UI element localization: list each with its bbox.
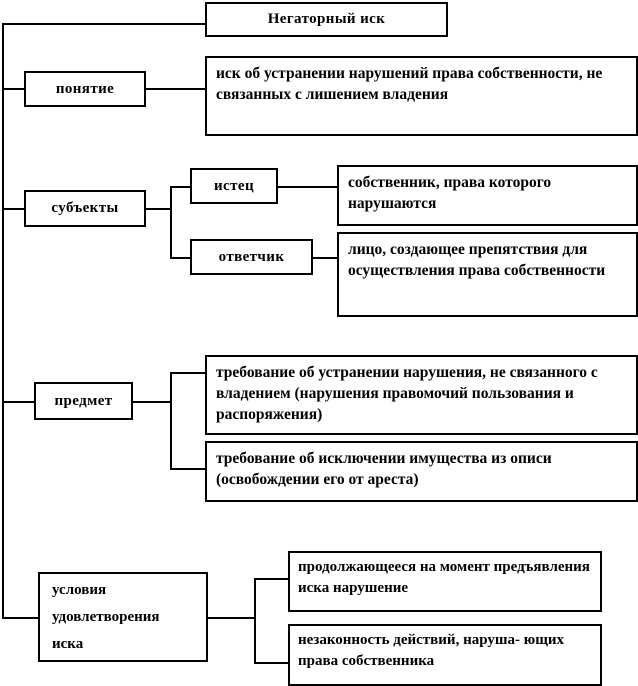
connector-subyekty-left: [2, 208, 26, 210]
connector-predmet-branch-vertical: [170, 372, 172, 470]
connector-otvetchik-out: [311, 257, 338, 259]
connector-subyekty-right: [144, 208, 172, 210]
connector-usloviya-left: [2, 617, 40, 619]
connector-usloviya-item1-in: [254, 578, 290, 580]
node-otvetchik[interactable]: ответчик: [190, 239, 313, 275]
content-istets-text: собственник, права которого нарушаются: [348, 174, 552, 212]
content-usloviya-item-2[interactable]: незаконность действий, наруша- ющих прав…: [288, 624, 602, 686]
node-usloviya-label-line-2: удовлетворения: [52, 608, 160, 625]
connector-predmet-item1-in: [170, 372, 207, 374]
root-title-label: Негаторный иск: [267, 11, 386, 27]
content-otvetchik-text: лицо, создающее препятствия для осуществ…: [348, 241, 606, 279]
connector-usloviya-item2-in: [254, 662, 290, 664]
node-subyekty[interactable]: субъекты: [24, 190, 146, 227]
content-usloviya-item-1[interactable]: продолжающееся на момент предъявления ис…: [288, 551, 602, 612]
connector-predmet-left: [2, 401, 36, 403]
node-usloviya[interactable]: условия удовлетворения иска: [38, 572, 208, 662]
content-otvetchik[interactable]: лицо, создающее препятствия для осуществ…: [337, 232, 638, 317]
node-otvetchik-label: ответчик: [218, 248, 285, 265]
connector-predmet-item2-in: [170, 468, 207, 470]
root-title-box[interactable]: Негаторный иск: [205, 2, 448, 37]
content-usloviya-item-2-text: незаконность действий, наруша- ющих прав…: [298, 632, 565, 669]
node-ponyatie-label: понятие: [55, 80, 115, 97]
content-predmet-item-1-text: требование об устранении нарушения, не с…: [216, 364, 598, 423]
connector-istets-in: [170, 186, 192, 188]
node-predmet-label: предмет: [54, 392, 113, 409]
content-predmet-item-2[interactable]: требование об исключении имущества из оп…: [205, 441, 638, 502]
connector-subyekty-branch-vertical: [170, 186, 172, 258]
content-istets[interactable]: собственник, права которого нарушаются: [337, 165, 638, 226]
connector-ponyatie-left: [2, 88, 26, 90]
connector-usloviya-branch-vertical: [254, 578, 256, 664]
node-ponyatie[interactable]: понятие: [24, 71, 146, 107]
node-subyekty-label: субъекты: [51, 200, 119, 216]
content-usloviya-item-1-text: продолжающееся на момент предъявления ис…: [298, 559, 590, 596]
content-predmet-item-1[interactable]: требование об устранении нарушения, не с…: [205, 355, 638, 435]
node-usloviya-label-line-3: иска: [52, 635, 84, 652]
node-istets-label: истец: [214, 177, 254, 194]
content-ponyatie-text: иск об устранении нарушений права собств…: [216, 65, 603, 103]
connector-usloviya-right: [206, 617, 256, 619]
connector-istets-out: [276, 186, 338, 188]
node-usloviya-label-line-1: условия: [52, 581, 107, 598]
connector-otvetchik-in: [170, 257, 192, 259]
connector-predmet-right: [131, 401, 172, 403]
trunk-vertical-line: [2, 23, 4, 619]
content-ponyatie[interactable]: иск об устранении нарушений права собств…: [205, 56, 638, 136]
node-predmet[interactable]: предмет: [34, 382, 133, 420]
node-istets[interactable]: истец: [190, 168, 278, 204]
connector-root: [2, 23, 206, 25]
connector-ponyatie-right: [144, 88, 207, 90]
content-predmet-item-2-text: требование об исключении имущества из оп…: [216, 450, 552, 488]
